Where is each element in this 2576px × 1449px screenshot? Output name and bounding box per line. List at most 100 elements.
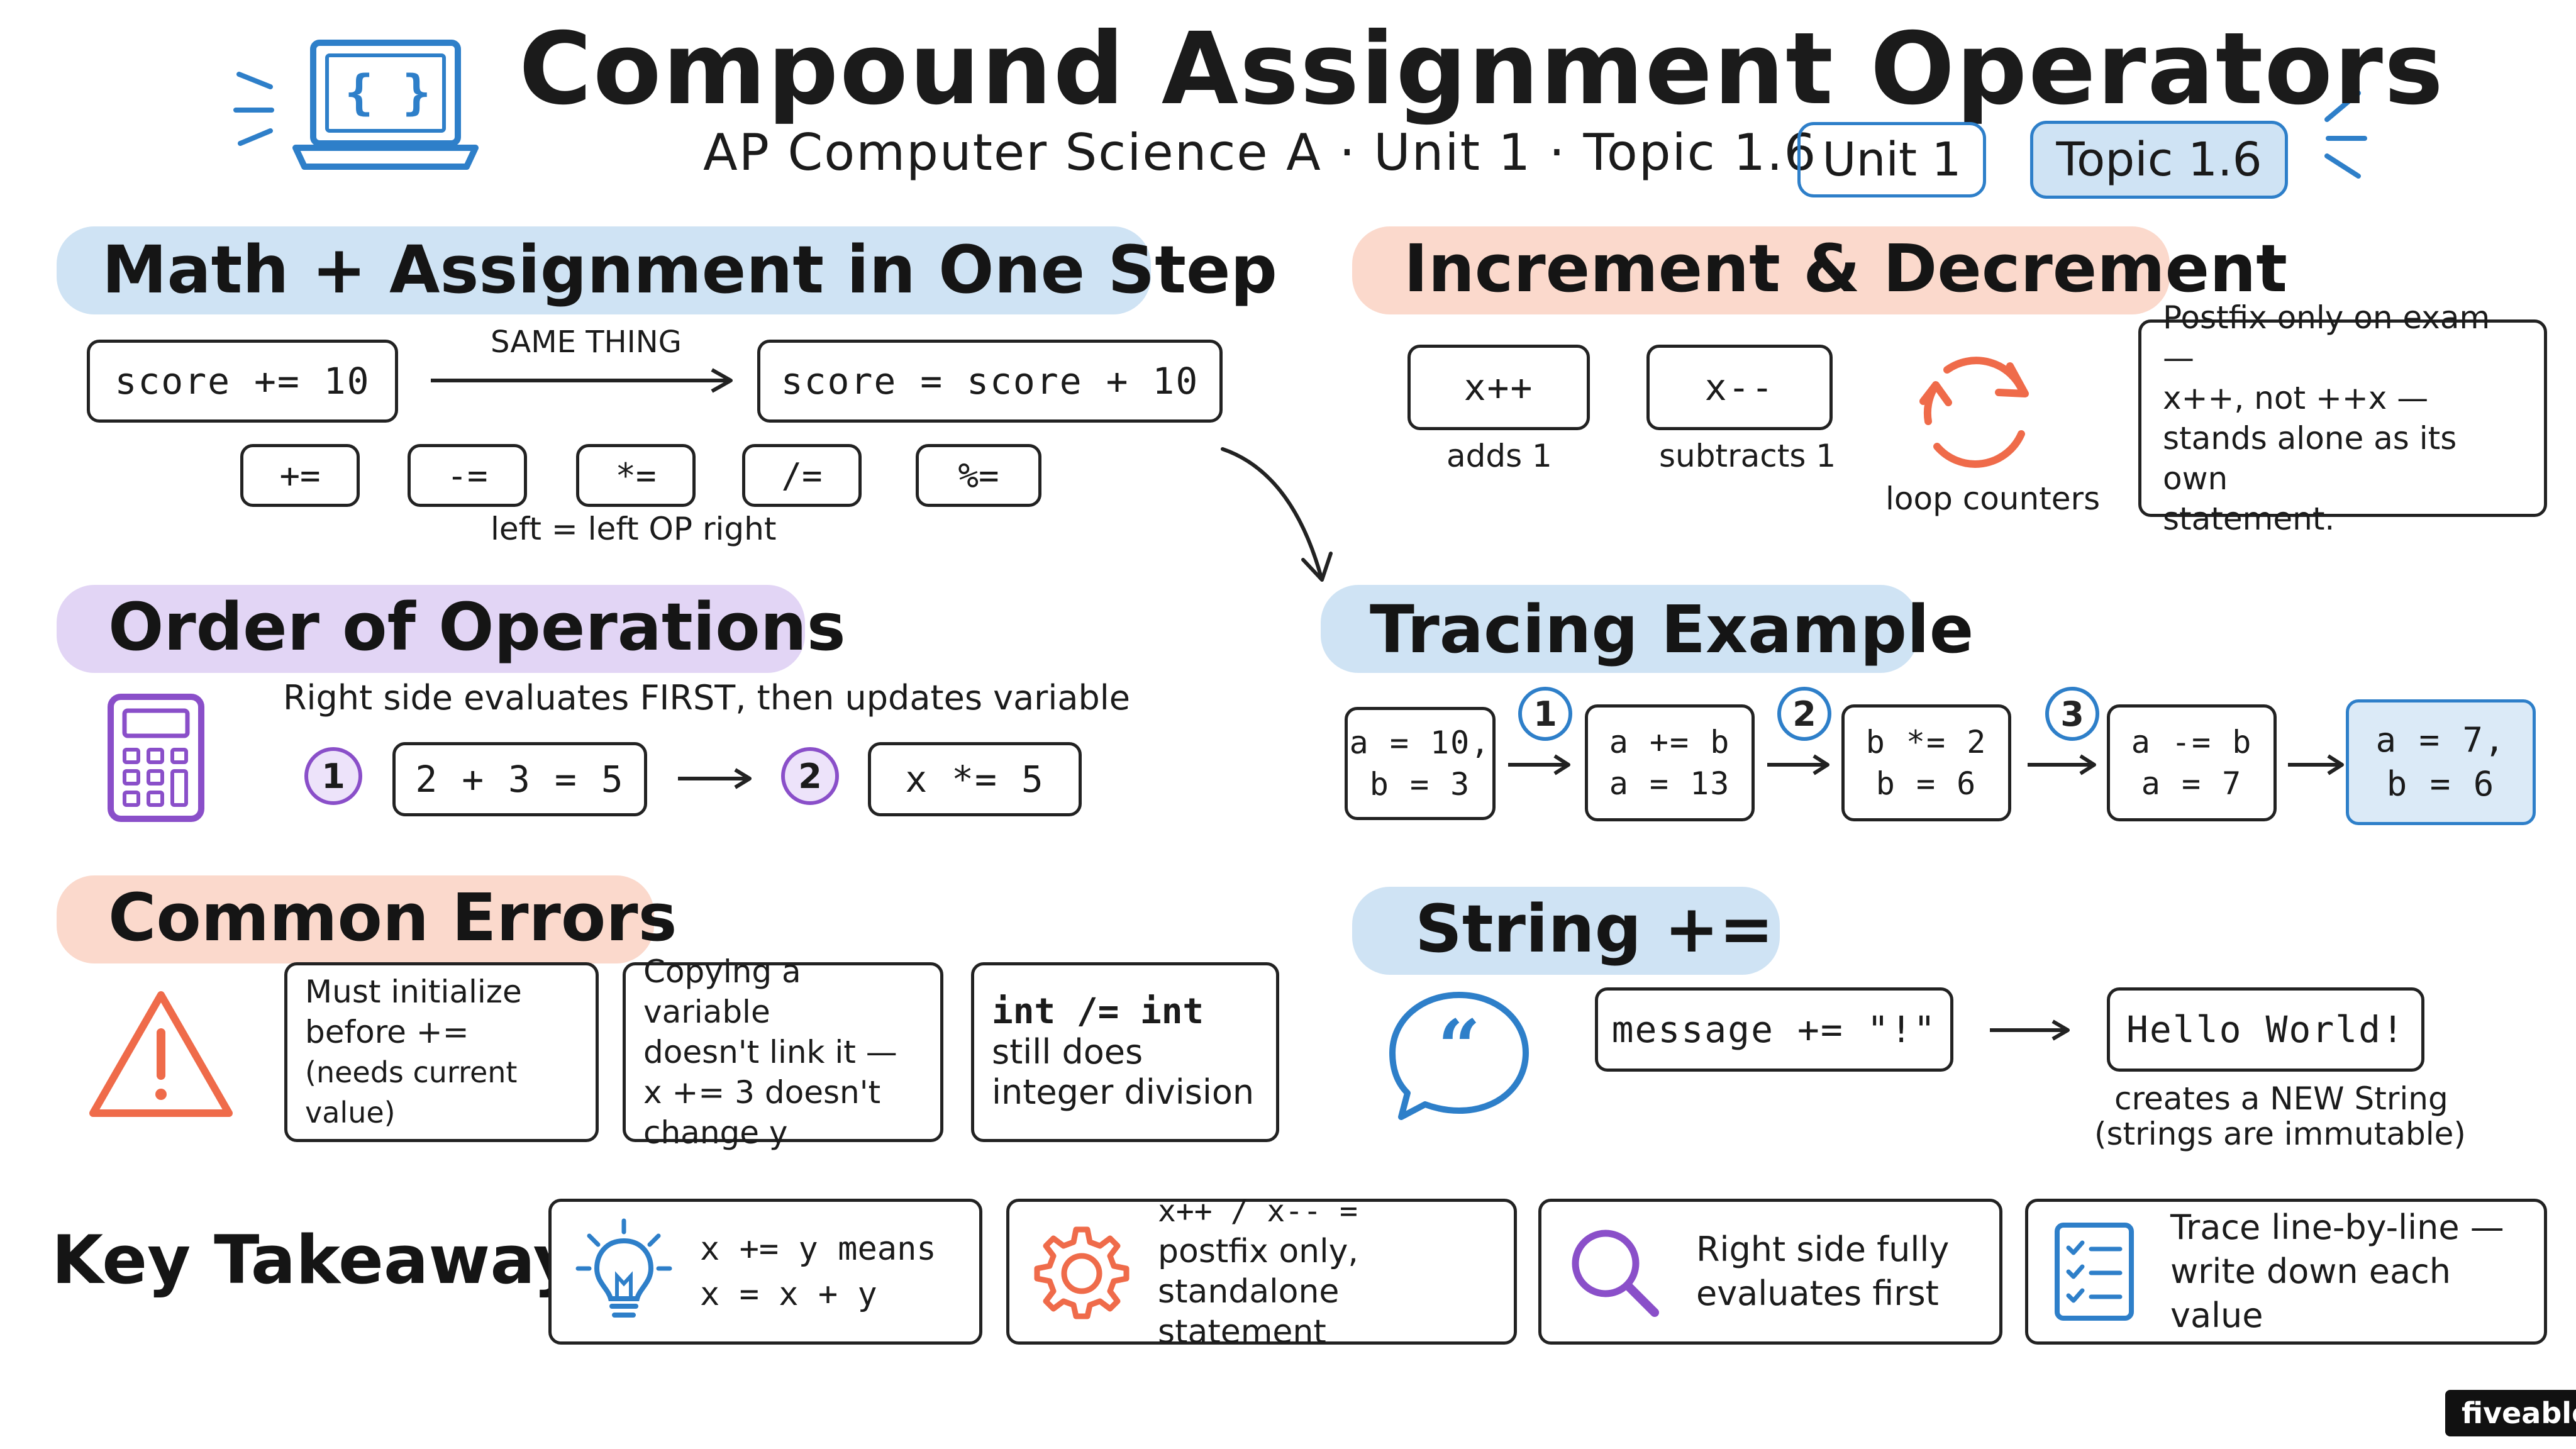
string-note-line: (strings are immutable) — [2094, 1116, 2466, 1152]
takeaway-line: x += y means — [700, 1230, 936, 1268]
right-arrow-icon — [431, 368, 733, 393]
increment-code-box: x++ — [1407, 345, 1590, 430]
heading-highlight — [1352, 887, 1780, 975]
error-card-line: int /= int — [992, 991, 1204, 1032]
trace-step-3: 3 — [2045, 687, 2099, 741]
right-arrow-icon — [1508, 754, 1570, 775]
trace-line: b = 3 — [1369, 766, 1471, 802]
error-card-line: Must initialize — [305, 974, 522, 1010]
string-result-box: Hello World! — [2107, 987, 2424, 1072]
operator-rule: left = left OP right — [491, 511, 777, 547]
order-heading: Order of Operations — [108, 589, 846, 665]
error-card-line: doesn't link it — — [643, 1034, 897, 1070]
string-code-box: message += "!" — [1595, 987, 1953, 1072]
takeaway-line: postfix only, — [1158, 1233, 1358, 1270]
step1-code-box: 2 + 3 = 5 — [392, 742, 647, 816]
trace-state-3: a -= b a = 7 — [2107, 704, 2277, 821]
increment-label: adds 1 — [1446, 438, 1552, 474]
takeaway-line: Trace line-by-line — — [2170, 1208, 2504, 1247]
expanded-code-box: score = score + 10 — [757, 340, 1223, 423]
gear-icon — [1034, 1226, 1130, 1319]
brand-logo: fiveable — [2445, 1390, 2576, 1436]
error-card-line: change y — [643, 1114, 788, 1151]
decrement-code-box: x-- — [1646, 345, 1833, 430]
heading-highlight — [1321, 585, 1918, 673]
takeaways-heading: Key Takeaways: — [52, 1221, 643, 1299]
right-arrow-icon — [2288, 754, 2344, 775]
takeaway-line: Right side fully — [1696, 1230, 1950, 1269]
trace-line: a += b — [1609, 724, 1731, 760]
postfix-note-line: x++, not ++x — — [2163, 380, 2429, 416]
error-card-line: x += 3 doesn't — [643, 1074, 881, 1111]
trace-line: a = 7, — [2375, 720, 2506, 760]
trace-line: b = 6 — [2386, 764, 2496, 804]
takeaway-card-2: x++ / x-- = postfix only, standalone sta… — [1006, 1194, 1517, 1351]
heading-highlight — [1352, 226, 2170, 314]
operator-minus-eq: -= — [408, 444, 527, 507]
svg-text:“: “ — [1438, 1003, 1480, 1091]
trace-line: b *= 2 — [1865, 724, 1987, 760]
operator-plus-eq: += — [240, 444, 360, 507]
decrement-label: subtracts 1 — [1659, 438, 1836, 474]
trace-line: a -= b — [2131, 724, 2253, 760]
right-arrow-icon — [2028, 754, 2096, 775]
heading-highlight — [57, 226, 1151, 314]
laptop-braces: { } — [345, 64, 431, 120]
sparkle-right-icon — [2324, 91, 2367, 179]
curved-arrow-icon — [1221, 447, 1333, 582]
sparkle-left-icon — [233, 72, 274, 146]
math-heading: Math + Assignment in One Step — [102, 231, 1277, 308]
error-card-line: (needs current value) — [305, 1055, 518, 1130]
page-subtitle: AP Computer Science A · Unit 1 · Topic 1… — [703, 123, 1818, 182]
error-card-line: before += — [305, 1014, 469, 1050]
right-arrow-icon — [678, 768, 752, 789]
magnifier-icon — [1572, 1230, 1659, 1317]
trace-state-2: b *= 2 b = 6 — [1841, 704, 2011, 821]
takeaway-line: standalone statement — [1158, 1273, 1340, 1351]
trace-line: a = 7 — [2141, 765, 2243, 802]
warning-icon — [89, 991, 233, 1117]
right-arrow-icon — [1767, 754, 1829, 775]
heading-highlight — [57, 875, 654, 963]
same-thing-label: SAME THING — [491, 325, 682, 360]
trace-final-state: a = 7,b = 6 — [2346, 699, 2536, 825]
error-card-line: Copying a variable — [643, 953, 801, 1030]
laptop-icon — [292, 40, 479, 170]
takeaway-line: evaluates first — [1696, 1274, 1939, 1313]
takeaway-card-1: x += y means x = x + y — [548, 1199, 982, 1345]
string-heading: String += — [1415, 891, 1774, 967]
error-card-1: Must initialize before += (needs current… — [284, 962, 599, 1142]
takeaway-card-3: Right side fully evaluates first — [1538, 1199, 2002, 1345]
order-note: Right side evaluates FIRST, then updates… — [283, 678, 1130, 718]
takeaway-line: x = x + y — [700, 1275, 877, 1313]
operator-divide-eq: /= — [742, 444, 862, 507]
checklist-icon — [2055, 1223, 2134, 1321]
trace-line: a = 13 — [1609, 765, 1731, 802]
postfix-note-line: stands alone as its own — [2163, 420, 2457, 497]
error-card-2: Copying a variable doesn't link it — x +… — [623, 953, 943, 1151]
speech-bubble-icon: “ — [1389, 992, 1529, 1120]
compound-code-box: score += 10 — [87, 340, 398, 423]
trace-state-1: a += b a = 13 — [1585, 704, 1755, 821]
error-card-3: int /= int still does integer division — [971, 962, 1279, 1142]
errors-heading: Common Errors — [108, 879, 677, 956]
lightbulb-icon — [575, 1218, 672, 1318]
trace-line: b = 6 — [1875, 765, 1977, 802]
trace-step-1: 1 — [1518, 687, 1572, 741]
trace-line: a = 10, — [1349, 724, 1491, 761]
postfix-note-line: Postfix only on exam — — [2163, 299, 2490, 376]
calculator-icon — [108, 694, 204, 822]
step-number-1: 1 — [304, 747, 362, 805]
postfix-note-card: Postfix only on exam — x++, not ++x — st… — [2138, 299, 2547, 537]
step-number-2: 2 — [781, 747, 839, 805]
right-arrow-icon — [1990, 1019, 2070, 1041]
error-card-line: still does — [992, 1032, 1143, 1072]
trace-state-0: a = 10, b = 3 — [1345, 707, 1496, 820]
tracing-heading: Tracing Example — [1370, 591, 1974, 668]
heading-highlight — [57, 585, 805, 673]
takeaway-line: write down each value — [2170, 1252, 2451, 1335]
takeaway-line: x++ / x-- = — [1158, 1194, 1358, 1229]
step2-code-box: x *= 5 — [868, 742, 1082, 816]
error-card-line: integer division — [992, 1072, 1255, 1112]
unit-badge: Unit 1 — [1797, 122, 1986, 197]
